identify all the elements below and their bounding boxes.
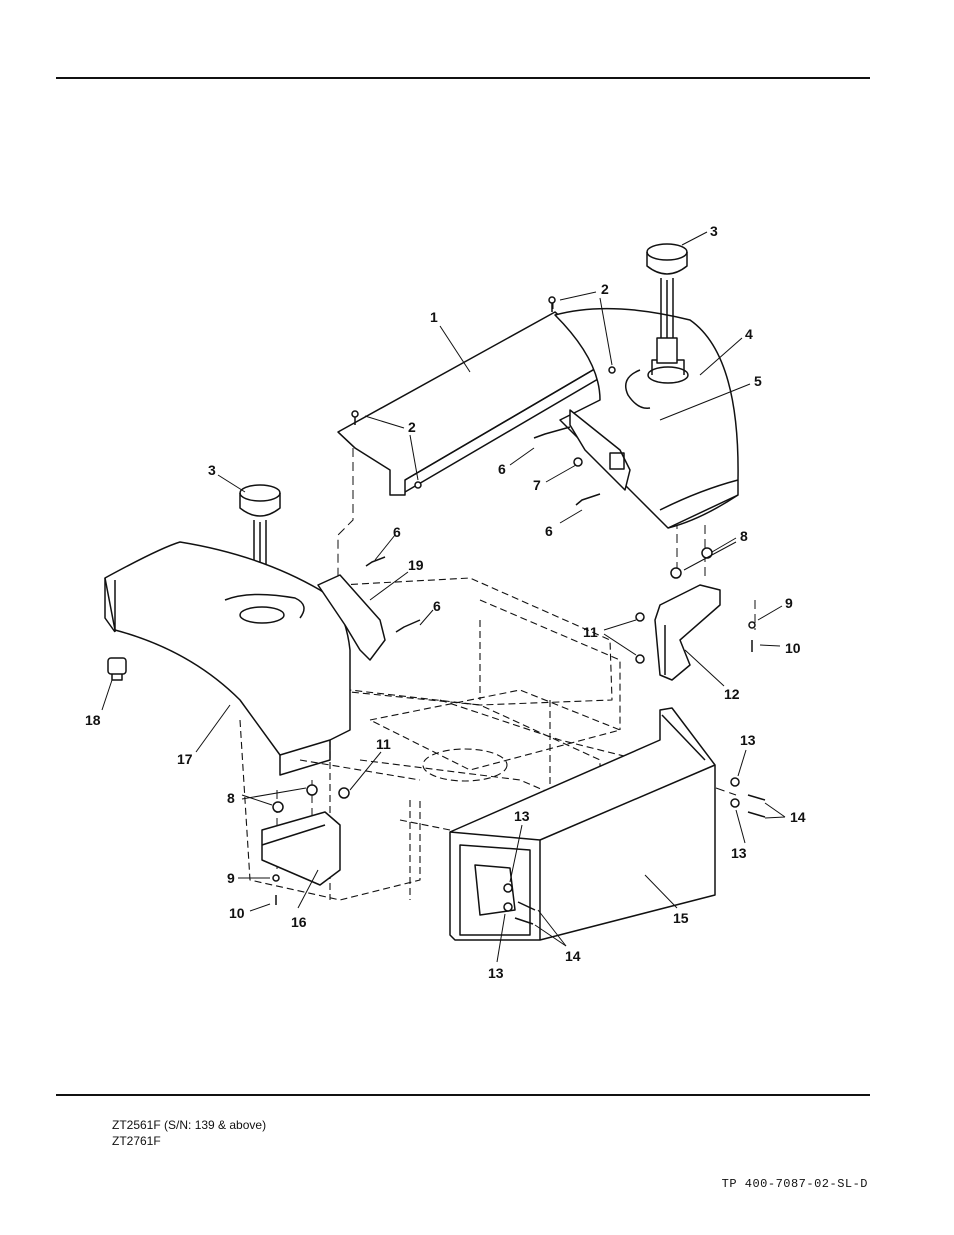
- part-16-mount-bracket: [261, 811, 341, 886]
- part-1-cover-panel: [337, 311, 611, 496]
- callout-9: 9: [785, 595, 793, 611]
- hardware-fasteners: [272, 296, 766, 925]
- part-18-isolator: [107, 657, 127, 681]
- callout-6: 6: [498, 461, 506, 477]
- callout-13: 13: [488, 965, 504, 981]
- callout-3: 3: [208, 462, 216, 478]
- callout-14: 14: [790, 809, 806, 825]
- top-rule: [56, 77, 870, 79]
- callout-labels: 1 2 2 3 3 4 5 6 6 6 6 7 8 8 9 9 10 10 11…: [85, 223, 806, 981]
- callout-11: 11: [376, 736, 391, 752]
- callout-6: 6: [433, 598, 441, 614]
- callout-2: 2: [601, 281, 609, 297]
- document-number: TP 400-7087-02-SL-D: [721, 1177, 868, 1191]
- callout-1: 1: [430, 309, 438, 325]
- callout-18: 18: [85, 712, 101, 728]
- callout-11: 11: [583, 624, 598, 640]
- callout-10: 10: [229, 905, 245, 921]
- part-5-tank-bracket: [569, 409, 631, 491]
- callout-19: 19: [408, 557, 424, 573]
- callout-8: 8: [740, 528, 748, 544]
- callout-6: 6: [545, 523, 553, 539]
- callout-17: 17: [177, 751, 193, 767]
- part-15-rear-cover: [449, 707, 716, 941]
- part-19-tank-bracket: [317, 574, 386, 661]
- callout-13: 13: [514, 808, 530, 824]
- part-12-mount-bracket: [654, 584, 721, 681]
- callout-10: 10: [785, 640, 801, 656]
- callout-13: 13: [731, 845, 747, 861]
- callout-12: 12: [724, 686, 740, 702]
- callout-4: 4: [745, 326, 753, 342]
- part-3-fuel-cap-right: [646, 243, 688, 364]
- callout-13: 13: [740, 732, 756, 748]
- callout-14: 14: [565, 948, 581, 964]
- callout-6: 6: [393, 524, 401, 540]
- callout-2: 2: [408, 419, 416, 435]
- part-17-left-fuel-tank: [104, 541, 351, 776]
- model-list: ZT2561F (S/N: 139 & above) ZT2761F: [112, 1117, 266, 1149]
- model-line: ZT2561F (S/N: 139 & above): [112, 1118, 267, 1132]
- callout-5: 5: [754, 373, 762, 389]
- part-4-right-fuel-tank: [554, 307, 739, 529]
- model-line: ZT2761F: [112, 1134, 161, 1148]
- callout-7: 7: [533, 477, 541, 493]
- callout-9: 9: [227, 870, 235, 886]
- callout-3: 3: [710, 223, 718, 239]
- frame-deck-plate: [369, 689, 621, 782]
- callout-16: 16: [291, 914, 307, 930]
- bottom-rule: [56, 1094, 870, 1096]
- callout-15: 15: [673, 910, 689, 926]
- callout-8: 8: [227, 790, 235, 806]
- callout-leaders: [101, 231, 786, 963]
